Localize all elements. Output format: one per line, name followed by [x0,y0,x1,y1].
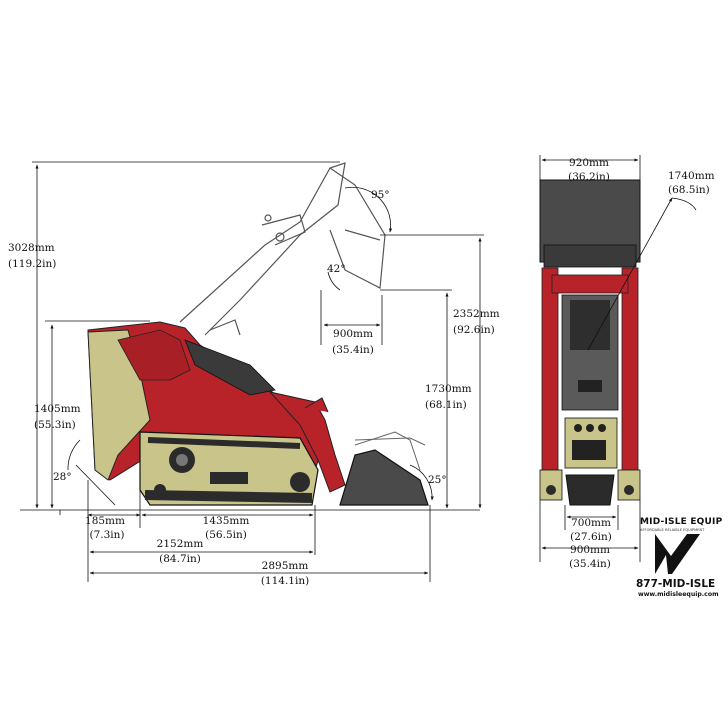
overall-width-mm: 900mm [570,544,610,556]
front-view-loader [539,179,641,506]
front-dimension-lines [539,155,697,562]
departure-angle: 28° [53,471,72,483]
overall-width-in: (35.4in) [569,558,611,570]
dump-height-in: (68.1in) [425,399,467,411]
machine-height-in: (55.3in) [34,419,76,431]
track-gauge-in: (27.6in) [570,531,612,543]
raised-arm-outline [179,162,386,336]
side-view-loader [87,162,429,506]
rollback-raised-angle: 42° [327,263,346,275]
overall-height-mm: 3028mm [8,242,55,254]
rear-overhang-mm: 185mm [85,515,125,527]
hinge-pin-height-mm: 2352mm [453,308,500,320]
track-length-in: (56.5in) [205,529,247,541]
bucket-width-mm: 920mm [569,157,609,169]
overall-length-in: (114.1in) [260,575,310,587]
overall-height-in: (119.2in) [8,258,57,270]
left-lift-arm [541,267,559,474]
hinge-pin-height-in: (92.6in) [453,324,495,336]
track-plate [210,472,248,484]
track-rollers [154,447,310,496]
brand-phone: 877-MID-ISLE [636,578,716,590]
brand-name: MID-ISLE EQUIP [640,517,723,527]
right-lift-arm [621,267,639,474]
dump-height-mm: 1730mm [425,383,472,395]
bucket-width-in: (36.2in) [568,171,610,183]
rear-grille [565,474,615,506]
rear-overhang-in: (7.3in) [89,529,125,541]
arm-reach-mm: 1740mm [668,170,715,182]
arm-reach-in: (68.5in) [668,184,710,196]
front-bucket [539,179,641,263]
machine-height-mm: 1405mm [34,403,81,415]
bucket [339,449,429,506]
bucket-rollback-angle: 25° [428,474,447,486]
dump-angle: 95° [371,189,390,201]
track-length-mm: 1435mm [202,515,250,527]
dump-reach-in: (35.4in) [332,344,374,356]
track-gauge-mm: 700mm [571,517,611,529]
brand-tagline: AFFORDABLE RELIABLE EQUIPMENT [640,528,705,532]
dump-reach-mm: 900mm [333,328,373,340]
length-no-bucket-mm: 2152mm [156,538,204,550]
length-no-bucket-in: (84.7in) [159,553,201,565]
overall-length-mm: 2895mm [261,560,309,572]
rear-panel [117,329,191,381]
brand-url: www.midisleequip.com [638,591,719,598]
brand-logo [655,534,700,574]
side-dimension-lines [20,161,484,582]
engine-cover [184,339,276,396]
